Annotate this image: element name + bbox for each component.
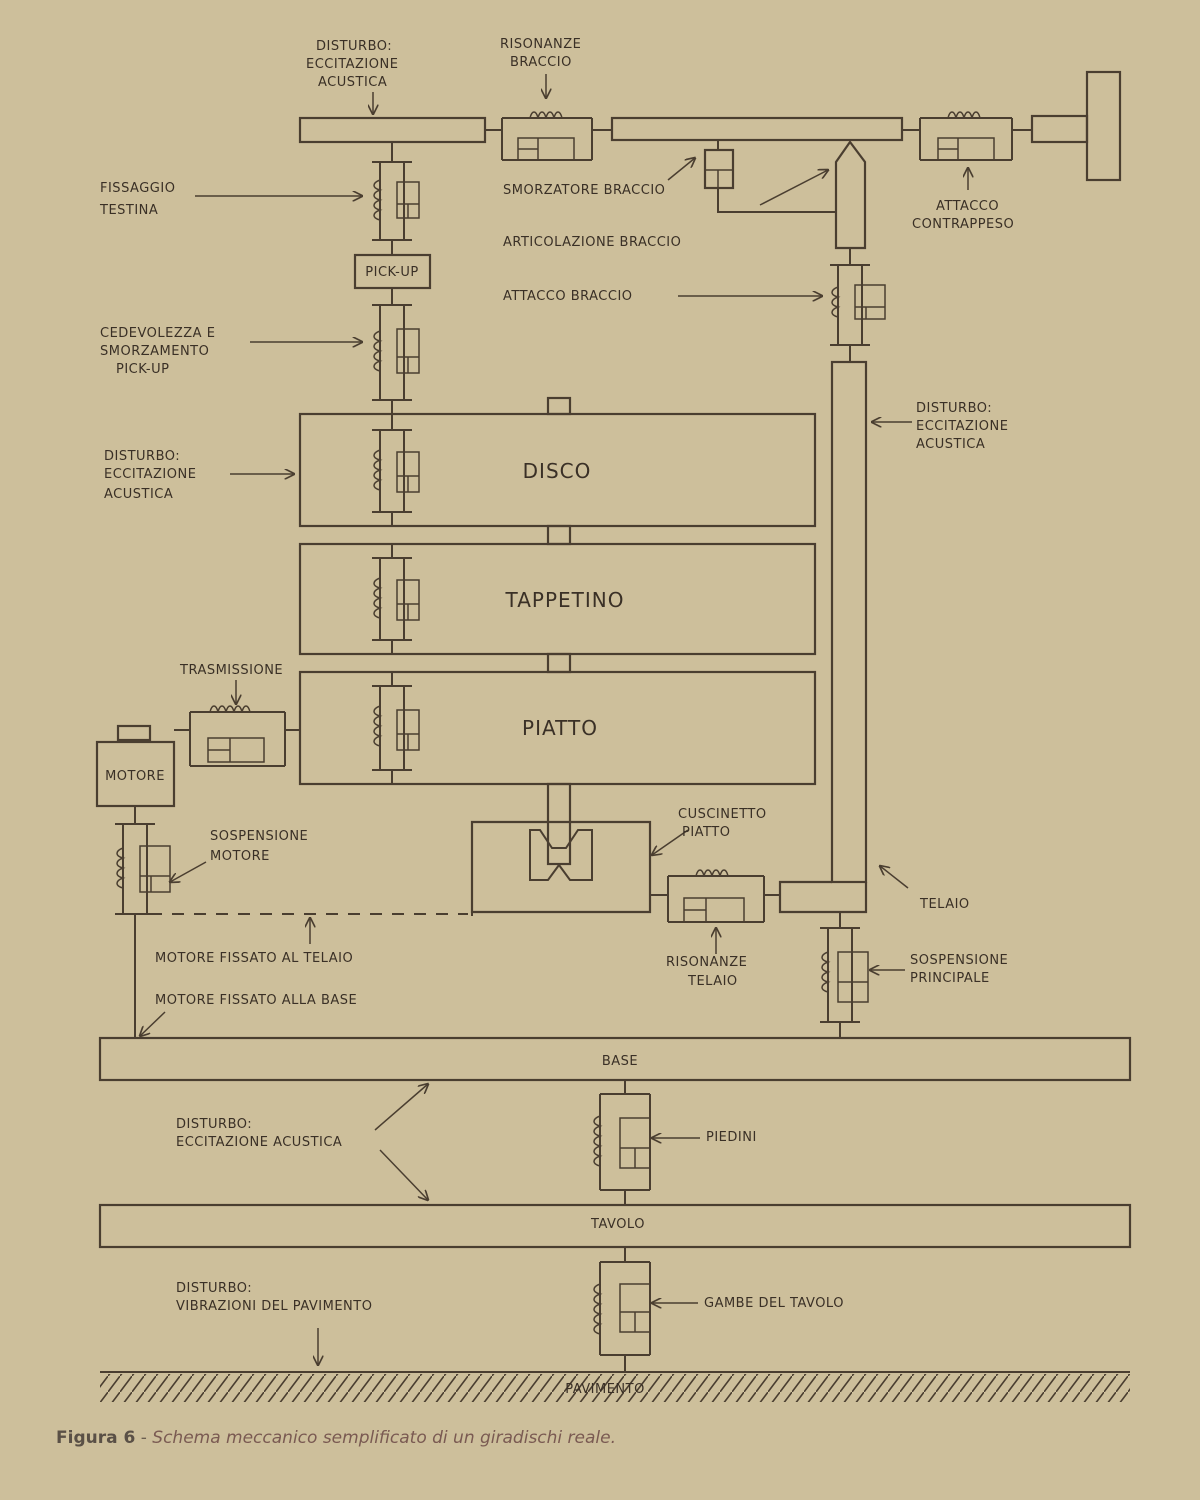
- label-disturbo-left-3: ACUSTICA: [104, 487, 173, 502]
- label-attacco-contrappeso-1: ATTACCO: [936, 199, 999, 214]
- arm-resonance-spring-damper: [501, 111, 593, 161]
- mat-spring-damper: [372, 557, 420, 641]
- table-box: [98, 1203, 1132, 1249]
- label-fissaggio-testina-2: TESTINA: [99, 203, 158, 218]
- figure-caption: Figura 6 - Schema meccanico semplificato…: [56, 1428, 616, 1448]
- label-cuscinetto-1: CUSCINETTO: [678, 807, 767, 822]
- label-motore-fissato-base: MOTORE FISSATO ALLA BASE: [155, 993, 357, 1008]
- frame-column: [830, 360, 868, 884]
- bearing-housing: [470, 820, 652, 914]
- label-cuscinetto-2: PIATTO: [682, 825, 730, 840]
- headshell-bar: [298, 116, 487, 144]
- label-disturbo-pavimento-1: DISTURBO:: [176, 1281, 252, 1296]
- base-label: BASE: [602, 1054, 638, 1069]
- label-risonanze-telaio-1: RISONANZE: [666, 955, 747, 970]
- label-disturbo-right-2: ECCITAZIONE: [916, 419, 1008, 434]
- label-articolazione-braccio: ARTICOLAZIONE BRACCIO: [503, 235, 681, 250]
- label-attacco-contrappeso-2: CONTRAPPESO: [912, 217, 1014, 232]
- platter-spring-damper: [372, 685, 420, 771]
- label-disturbo-bottom-2: ECCITAZIONE ACUSTICA: [176, 1135, 342, 1150]
- disc-mat-link: [546, 524, 572, 546]
- motor-pulley: [116, 724, 152, 742]
- label-disturbo-pavimento-2: VIBRAZIONI DEL PAVIMENTO: [176, 1299, 372, 1314]
- frame-resonance-spring-damper: [667, 869, 765, 923]
- label-trasmissione: TRASMISSIONE: [179, 663, 283, 678]
- pickup-compliance-spring-damper: [372, 304, 420, 401]
- label-disturbo-top-2: ECCITAZIONE: [306, 57, 398, 72]
- mat-label: TAPPETINO: [505, 588, 625, 612]
- tonearm-mount-spring-damper: [830, 264, 886, 346]
- label-smorzatore-braccio: SMORZATORE BRACCIO: [503, 183, 665, 198]
- damper-link: [717, 188, 836, 213]
- label-risonanze-braccio-2: BRACCIO: [510, 55, 572, 70]
- transmission-spring-damper: [189, 705, 286, 767]
- headshell-mount-spring-damper: [372, 161, 420, 241]
- label-telaio: TELAIO: [919, 897, 970, 912]
- table-label: TAVOLO: [590, 1217, 645, 1232]
- tonearm-bar: [610, 116, 904, 142]
- base-box: [98, 1036, 1132, 1082]
- tonearm-pivot-post: [834, 140, 867, 250]
- spindle-shaft: [546, 782, 572, 866]
- label-gambe-tavolo: GAMBE DEL TAVOLO: [704, 1296, 844, 1311]
- pickup-label: PICK-UP: [365, 265, 418, 280]
- label-disturbo-left-1: DISTURBO:: [104, 449, 180, 464]
- label-cedevolezza-3: PICK-UP: [116, 362, 169, 377]
- label-sospensione-motore-1: SOSPENSIONE: [210, 829, 308, 844]
- label-sospensione-principale-2: PRINCIPALE: [910, 971, 990, 986]
- label-cedevolezza-1: CEDEVOLEZZA E: [100, 326, 215, 341]
- label-disturbo-top-3: ACUSTICA: [318, 75, 387, 90]
- main-suspension-spring-damper: [820, 927, 869, 1023]
- counterweight-mount-spring-damper: [919, 111, 1013, 161]
- label-attacco-braccio: ATTACCO BRACCIO: [503, 289, 633, 304]
- label-cedevolezza-2: SMORZAMENTO: [100, 344, 209, 359]
- label-disturbo-top-1: DISTURBO:: [316, 39, 392, 54]
- caption-separator: -: [135, 1428, 153, 1448]
- motor-suspension-spring-damper: [115, 823, 171, 915]
- label-risonanze-telaio-2: TELAIO: [687, 974, 738, 989]
- figure-number: Figura 6: [56, 1428, 136, 1448]
- bearing-cup: [529, 829, 593, 881]
- disc-label: DISCO: [523, 459, 592, 483]
- label-piedini: PIEDINI: [706, 1130, 757, 1145]
- label-fissaggio-testina-1: FISSAGGIO: [100, 181, 175, 196]
- floor-hatch: [100, 1374, 1130, 1402]
- spindle-top: [546, 396, 572, 416]
- label-sospensione-principale-1: SOSPENSIONE: [910, 953, 1008, 968]
- floor-label: PAVIMENTO: [565, 1382, 645, 1397]
- arm-damper: [703, 148, 735, 190]
- label-sospensione-motore-2: MOTORE: [210, 849, 270, 864]
- frame-foot: [778, 880, 868, 914]
- label-disturbo-right-1: DISTURBO:: [916, 401, 992, 416]
- label-disturbo-left-2: ECCITAZIONE: [104, 467, 196, 482]
- label-risonanze-braccio-1: RISONANZE: [500, 37, 581, 52]
- feet-spring-damper: [593, 1093, 651, 1191]
- motor-label: MOTORE: [105, 769, 165, 784]
- label-disturbo-bottom-1: DISTURBO:: [176, 1117, 252, 1132]
- label-disturbo-right-3: ACUSTICA: [916, 437, 985, 452]
- mat-platter-link: [546, 652, 572, 674]
- figure-description: Schema meccanico semplificato di un gira…: [152, 1428, 617, 1448]
- table-legs-spring-damper: [593, 1261, 651, 1356]
- platter-label: PIATTO: [522, 716, 598, 740]
- label-motore-fissato-telaio: MOTORE FISSATO AL TELAIO: [155, 951, 353, 966]
- counterweight: [1085, 70, 1122, 182]
- counterweight-stub: [1030, 114, 1089, 144]
- disc-spring-damper: [372, 429, 420, 513]
